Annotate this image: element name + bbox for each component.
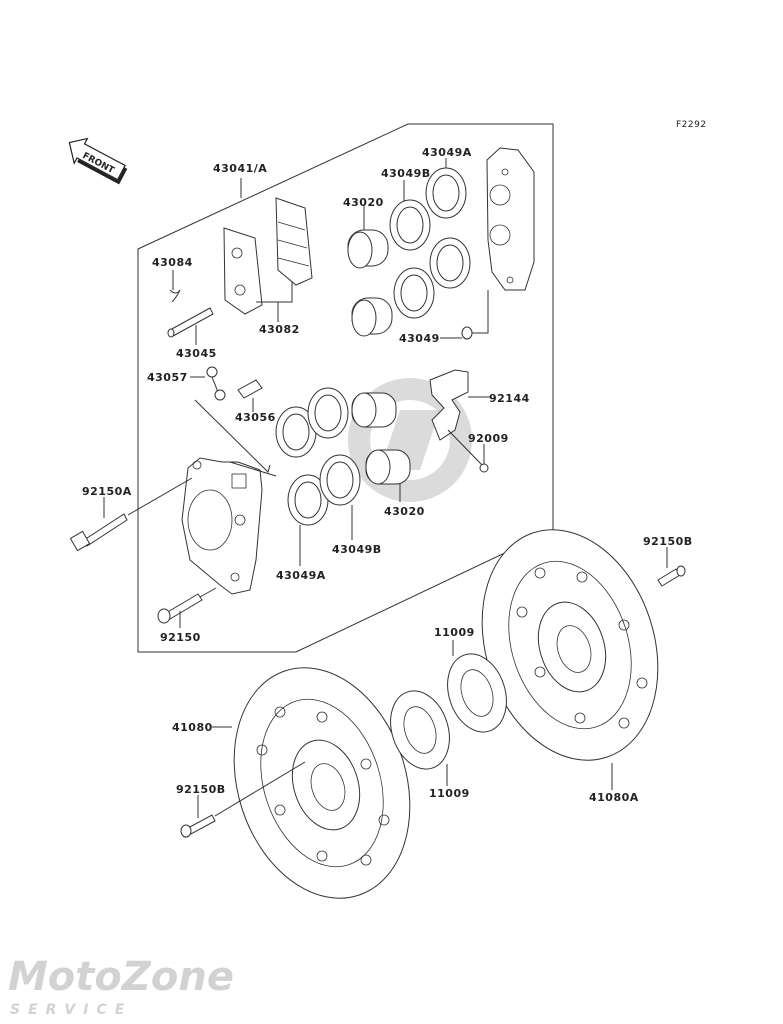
brake-pad-inner: [223, 227, 263, 315]
pad-spring-icon: [429, 369, 469, 441]
watermark-subtext: SERVICE: [10, 1002, 132, 1018]
caliper-bolt-icon: [157, 593, 203, 624]
label-92150a[interactable]: 92150A: [82, 485, 132, 498]
label-43020-bot[interactable]: 43020: [384, 505, 425, 518]
seal-bot-2: [307, 387, 349, 439]
watermark-text: MotoZone: [8, 954, 234, 1000]
seal-bot-3: [287, 474, 329, 526]
disc-bolt-left-icon: [180, 814, 216, 838]
label-43049a-bot[interactable]: 43049A: [276, 569, 326, 582]
brake-pad-outer: [275, 197, 313, 286]
label-11009-bot[interactable]: 11009: [429, 787, 470, 800]
pad-pin-clip-icon: [169, 270, 181, 303]
disc-bolt-right-icon: [657, 565, 686, 587]
caliper-inner-half: [181, 457, 263, 595]
seal-top-a1: [425, 167, 467, 219]
label-92150b-right[interactable]: 92150B: [643, 535, 693, 548]
label-43041a[interactable]: 43041/A: [213, 162, 267, 175]
caliper-bolt-long-icon: [69, 513, 128, 552]
label-92009[interactable]: 92009: [468, 432, 509, 445]
brake-disc-left: [233, 667, 411, 899]
piston-bot-2: [365, 449, 411, 485]
label-92150[interactable]: 92150: [160, 631, 201, 644]
label-43049[interactable]: 43049: [399, 332, 440, 345]
figure-code: F2292: [676, 120, 707, 130]
label-43084[interactable]: 43084: [152, 256, 193, 269]
label-43049b-bot[interactable]: 43049B: [332, 543, 382, 556]
front-arrow-icon: FRONT: [68, 137, 128, 185]
caliper-outer-half: [486, 147, 535, 291]
piston-top-1: [347, 229, 389, 269]
label-11009-top[interactable]: 11009: [434, 626, 475, 639]
seal-top-b2: [393, 267, 435, 319]
disc-shim-bottom: [390, 690, 450, 770]
piston-top-2: [351, 297, 393, 337]
label-43056[interactable]: 43056: [235, 411, 276, 424]
seal-top-b1: [389, 199, 431, 251]
seal-top-a2: [429, 237, 471, 289]
label-92150b-left[interactable]: 92150B: [176, 783, 226, 796]
callout-labels: 43041/A 43084 43082 43045 43020 43049B 4…: [82, 146, 693, 804]
disc-shim-top: [447, 653, 507, 733]
pad-pin-icon: [167, 307, 214, 338]
label-43049b-top[interactable]: 43049B: [381, 167, 431, 180]
label-43082[interactable]: 43082: [259, 323, 300, 336]
bleeder-valve-icon: [237, 379, 263, 399]
o-ring-icon: [461, 326, 473, 340]
seal-bot-4: [319, 454, 361, 506]
piston-bot-1: [351, 392, 397, 428]
label-92144[interactable]: 92144: [489, 392, 530, 405]
bleeder-cap-icon: [206, 366, 226, 401]
label-43057[interactable]: 43057: [147, 371, 188, 384]
screw-icon: [479, 463, 489, 473]
label-41080a[interactable]: 41080A: [589, 791, 639, 804]
label-41080[interactable]: 41080: [172, 721, 213, 734]
caliper-assembly-outline: [137, 123, 554, 653]
label-43045[interactable]: 43045: [176, 347, 217, 360]
label-43049a-top[interactable]: 43049A: [422, 146, 472, 159]
brake-disc-right: [481, 529, 659, 761]
seal-bot-1: [275, 406, 317, 458]
label-43020-top[interactable]: 43020: [343, 196, 384, 209]
